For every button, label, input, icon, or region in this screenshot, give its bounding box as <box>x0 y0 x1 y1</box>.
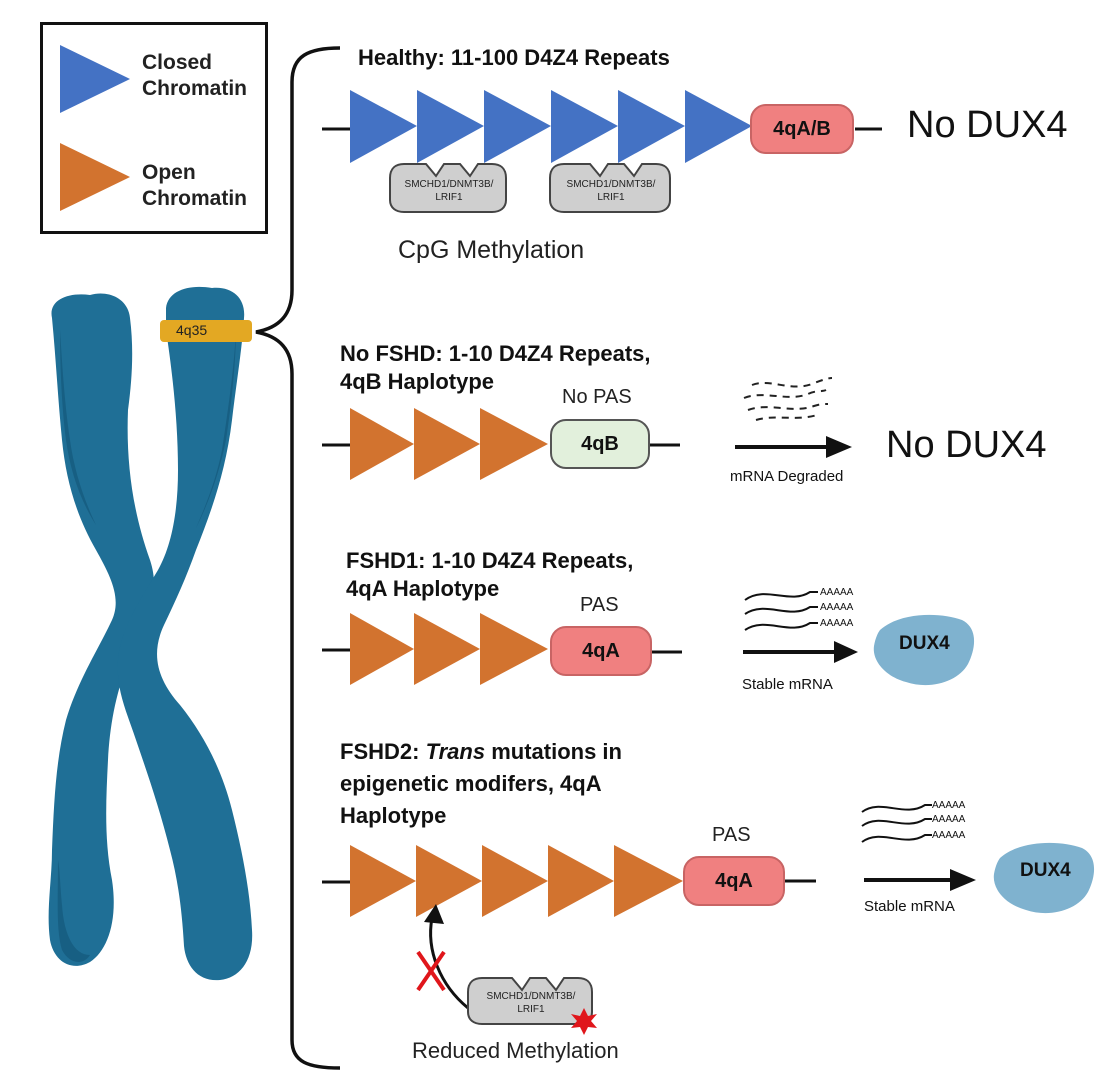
fshd2-arrow-label: Stable mRNA <box>864 898 955 915</box>
red-x-icon <box>416 950 446 992</box>
fshd1-pas-label: PAS <box>580 594 619 616</box>
fshd1-polya-1: AAAAA <box>820 587 854 598</box>
fshd1-repeats <box>350 613 548 685</box>
fshd2-polya-3: AAAAA <box>932 830 966 841</box>
healthy-box-label: 4qA/B <box>773 117 831 140</box>
healthy-protein-1 <box>389 163 507 213</box>
fshd2-4qa-box: 4qA <box>683 856 785 906</box>
no-fshd-pas-label: No PAS <box>562 386 632 408</box>
mutation-star-icon <box>571 1008 597 1035</box>
fshd2-polya-1: AAAAA <box>932 800 966 811</box>
no-fshd-box-label: 4qB <box>581 432 619 455</box>
legend-open-label: Open Chromatin <box>142 161 247 210</box>
fshd2-arrowhead <box>950 869 976 891</box>
no-fshd-outcome: No DUX4 <box>886 424 1047 466</box>
fshd1-arrow-label: Stable mRNA <box>742 676 833 693</box>
fshd1-polya-2: AAAAA <box>820 602 854 613</box>
fshd1-arrowhead <box>834 641 858 663</box>
fshd2-protein-label: SMCHD1/DNMT3B/ LRIF1 <box>486 991 576 1015</box>
fshd1-polya-3: AAAAA <box>820 618 854 629</box>
healthy-outcome: No DUX4 <box>907 104 1068 146</box>
fshd2-polya-2: AAAAA <box>932 814 966 825</box>
healthy-repeats <box>350 90 752 163</box>
healthy-protein-2-label: SMCHD1/DNMT3B/ LRIF1 <box>566 179 656 203</box>
chromosome-band <box>160 320 252 342</box>
fshd2-repeats <box>350 845 683 917</box>
fshd1-dux4-blob <box>873 614 975 686</box>
healthy-title: Healthy: 11-100 D4Z4 Repeats <box>358 45 670 70</box>
healthy-protein-2 <box>549 163 671 213</box>
chromosome <box>48 286 253 981</box>
chromosome-band-label: 4q35 <box>176 322 208 338</box>
legend-closed-label: Closed Chromatin <box>142 51 247 100</box>
no-fshd-title: No FSHD: 1-10 D4Z4 Repeats, 4qB Haplotyp… <box>340 341 651 394</box>
no-fshd-4qb-box: 4qB <box>550 419 650 469</box>
fshd1-4qa-box: 4qA <box>550 626 652 676</box>
healthy-protein-1-label: SMCHD1/DNMT3B/ LRIF1 <box>404 179 494 203</box>
healthy-methylation-label: CpG Methylation <box>398 236 585 264</box>
legend-open-chromatin-triangle <box>60 143 130 211</box>
fshd2-pas-label: PAS <box>712 824 751 846</box>
fshd2-protein <box>467 977 593 1025</box>
fshd2-box-label: 4qA <box>715 869 753 892</box>
fshd2-mrna-strands <box>861 804 932 843</box>
legend-closed-chromatin-triangle <box>60 45 130 113</box>
fshd1-title: FSHD1: 1-10 D4Z4 Repeats, 4qA Haplotype <box>346 548 634 601</box>
no-fshd-arrow-label: mRNA Degraded <box>730 468 844 485</box>
fshd2-dux4-label: DUX4 <box>1020 860 1071 881</box>
fshd1-mrna-strands <box>744 591 818 631</box>
bracket <box>255 46 341 1070</box>
fshd1-box-label: 4qA <box>582 639 620 662</box>
fshd1-dux4-label: DUX4 <box>899 633 950 654</box>
blocked-curved-arrow <box>429 917 469 1010</box>
degraded-mrna-fragments <box>743 377 833 421</box>
no-fshd-arrowhead <box>826 436 852 458</box>
fshd2-dux4-blob <box>993 842 1095 914</box>
fshd2-methylation-label: Reduced Methylation <box>412 1038 619 1063</box>
fshd2-title: FSHD2: Trans mutations in epigenetic mod… <box>340 739 622 828</box>
healthy-4qab-box: 4qA/B <box>750 104 854 154</box>
no-fshd-repeats <box>350 408 548 480</box>
